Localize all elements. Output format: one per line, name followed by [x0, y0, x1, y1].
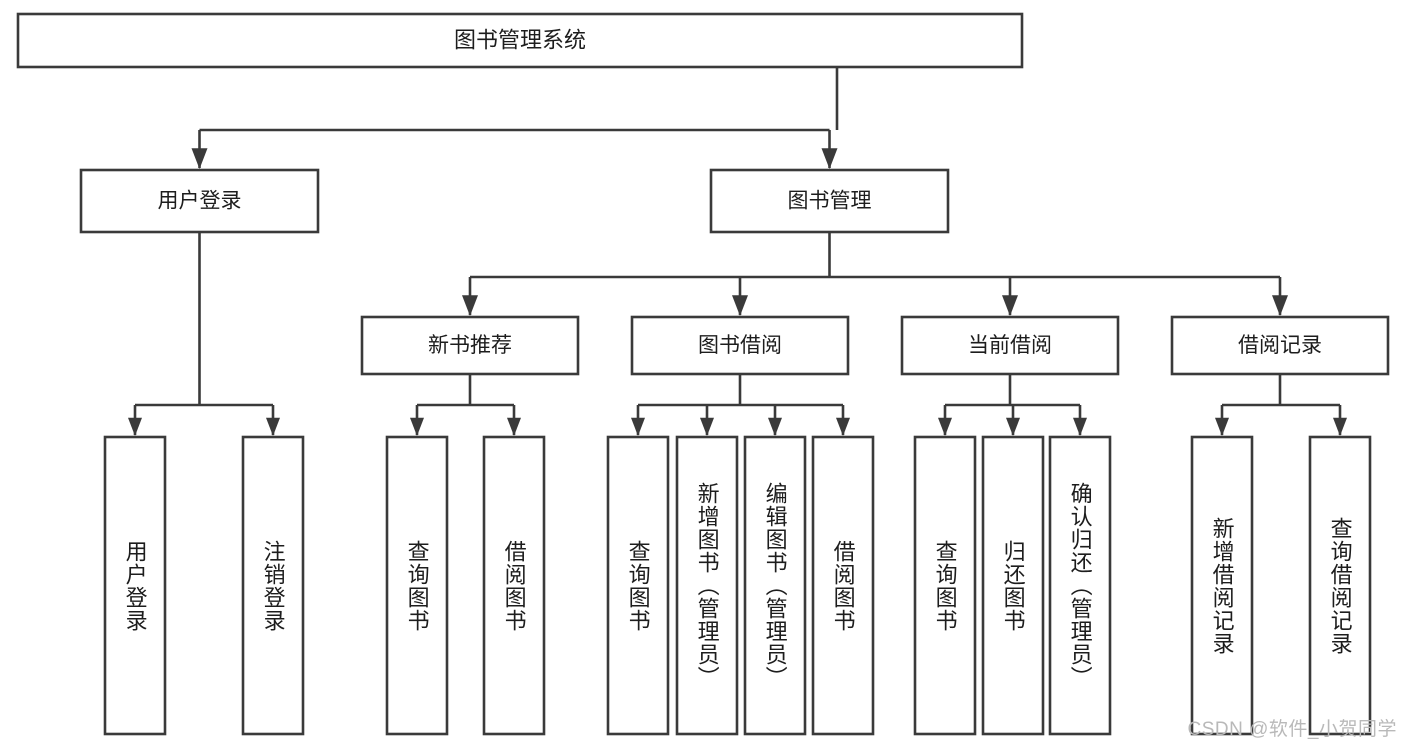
- node-box-level3-2[interactable]: [900, 315, 1120, 376]
- node-label-level3-0: 新书推荐: [428, 334, 512, 357]
- boxes-layer: [16, 12, 1390, 736]
- node-box-leaf-0[interactable]: [103, 435, 167, 736]
- node-box-leaf-10[interactable]: [1048, 435, 1112, 736]
- node-label-level3-2: 当前借阅: [968, 334, 1052, 357]
- node-box-leaf-9[interactable]: [981, 435, 1045, 736]
- arrow-head-icon: [732, 295, 748, 316]
- node-label-level2-0: 用户登录: [158, 190, 242, 213]
- node-box-leaf-6[interactable]: [743, 435, 807, 736]
- node-box-leaf-2[interactable]: [385, 435, 449, 736]
- arrow-head-icon: [836, 417, 850, 436]
- arrow-head-icon: [462, 295, 478, 316]
- arrow-head-icon: [1215, 417, 1229, 436]
- arrow-head-icon: [1006, 417, 1020, 436]
- node-box-leaf-5[interactable]: [675, 435, 739, 736]
- arrow-head-icon: [266, 417, 280, 436]
- node-label-root: 图书管理系统: [454, 27, 586, 52]
- arrow-head-icon: [1002, 295, 1018, 316]
- arrow-head-icon: [1333, 417, 1347, 436]
- node-label-level2-1: 图书管理: [788, 190, 872, 213]
- connectors-layer: [128, 67, 1347, 436]
- node-box-leaf-7[interactable]: [811, 435, 875, 736]
- watermark-text: CSDN @软件_小贺同学: [1187, 719, 1397, 740]
- node-box-level3-0[interactable]: [360, 315, 580, 376]
- arrow-head-icon: [821, 148, 838, 169]
- node-box-leaf-11[interactable]: [1190, 435, 1254, 736]
- arrow-head-icon: [1272, 295, 1288, 316]
- arrow-head-icon: [410, 417, 424, 436]
- arrow-head-icon: [938, 417, 952, 436]
- node-box-level3-1[interactable]: [630, 315, 850, 376]
- node-box-leaf-1[interactable]: [241, 435, 305, 736]
- arrow-head-icon: [191, 148, 208, 169]
- node-box-level2-1[interactable]: [709, 168, 950, 234]
- arrow-head-icon: [128, 417, 142, 436]
- node-label-level3-3: 借阅记录: [1238, 334, 1322, 357]
- arrow-head-icon: [507, 417, 521, 436]
- arrow-head-icon: [768, 417, 782, 436]
- arrow-head-icon: [1073, 417, 1087, 436]
- node-box-level3-3[interactable]: [1170, 315, 1390, 376]
- node-box-leaf-12[interactable]: [1308, 435, 1372, 736]
- node-box-leaf-8[interactable]: [913, 435, 977, 736]
- node-box-root[interactable]: [16, 12, 1024, 69]
- node-box-leaf-3[interactable]: [482, 435, 546, 736]
- node-box-leaf-4[interactable]: [606, 435, 670, 736]
- node-box-level2-0[interactable]: [79, 168, 320, 234]
- arrow-head-icon: [700, 417, 714, 436]
- arrow-head-icon: [631, 417, 645, 436]
- node-label-level3-1: 图书借阅: [698, 334, 782, 357]
